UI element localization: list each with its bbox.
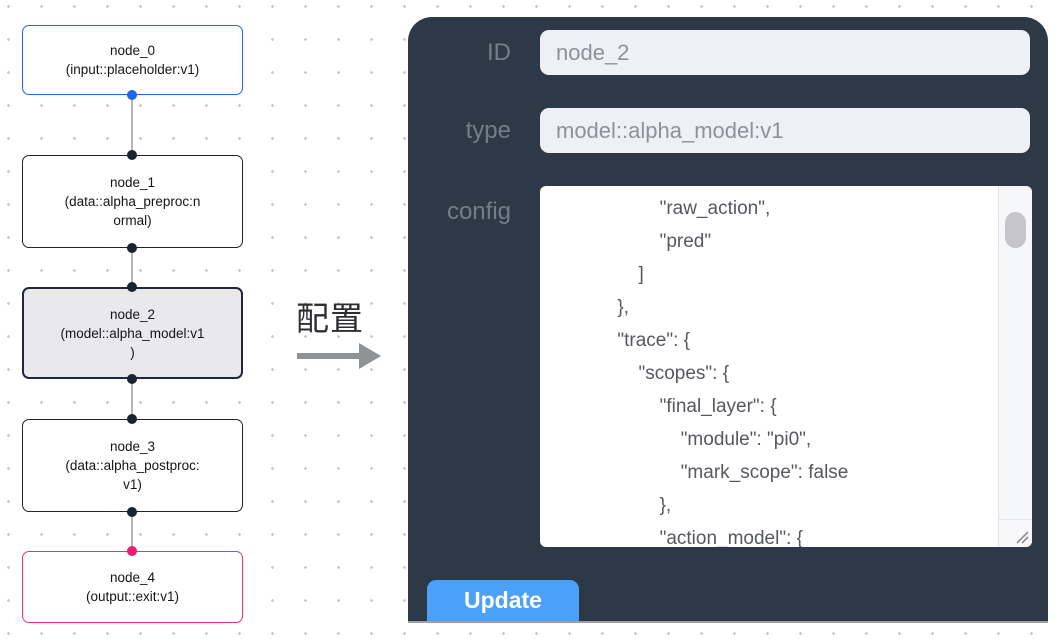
node-sublabel: (data::alpha_preproc:n xyxy=(64,194,201,209)
config-textarea[interactable]: "raw_action", "pred" ] }, "trace": { "sc… xyxy=(540,186,1032,547)
port-dot-target[interactable] xyxy=(127,282,137,292)
flow-node-node-4[interactable]: node_4 (output::exit:v1) xyxy=(22,551,243,623)
port-dot-source[interactable] xyxy=(127,507,137,517)
node-label: node_0 xyxy=(109,43,156,58)
port-dot-target[interactable] xyxy=(127,150,137,160)
node-sublabel: ) xyxy=(130,344,135,360)
update-button[interactable]: Update xyxy=(427,580,579,621)
port-dot-source[interactable] xyxy=(127,243,137,253)
flow-edge xyxy=(131,379,133,419)
type-input[interactable] xyxy=(540,108,1030,153)
id-field-label: ID xyxy=(487,39,511,66)
node-label: node_4 xyxy=(109,570,156,585)
port-dot-target[interactable] xyxy=(127,414,137,424)
config-panel: ID type config "raw_action", "pred" ] },… xyxy=(408,17,1048,623)
port-dot-source[interactable] xyxy=(127,374,137,384)
flow-node-node-0[interactable]: node_0 (input::placeholder:v1) xyxy=(22,25,243,95)
arrow-body xyxy=(297,353,361,359)
arrow-right-icon xyxy=(296,342,396,370)
type-field-row: type xyxy=(408,108,1030,153)
resize-handle-icon[interactable] xyxy=(1013,528,1029,544)
flow-edge xyxy=(131,248,133,287)
scrollbar-corner xyxy=(998,519,1032,547)
scrollbar-thumb[interactable] xyxy=(1005,212,1026,248)
flow-node-node-1[interactable]: node_1 (data::alpha_preproc:n ormal) xyxy=(22,155,243,248)
node-label: node_1 xyxy=(109,175,156,190)
flow-edge xyxy=(131,512,133,551)
flow-node-node-3[interactable]: node_3 (data::alpha_postproc: v1) xyxy=(22,419,243,512)
id-input[interactable] xyxy=(540,30,1030,75)
id-field-row: ID xyxy=(408,30,1030,75)
annotation: 配置 xyxy=(296,300,396,370)
arrow-head xyxy=(359,343,381,369)
port-dot-source-blue[interactable] xyxy=(127,90,137,100)
port-dot-target-pink[interactable] xyxy=(127,546,137,556)
config-field-label: config xyxy=(446,198,511,225)
node-sublabel: v1) xyxy=(123,477,142,492)
annotation-label: 配置 xyxy=(296,300,364,337)
type-field-label: type xyxy=(465,117,511,144)
node-label: node_3 xyxy=(109,439,156,454)
flow-edge xyxy=(131,95,133,155)
config-json-text: "raw_action", "pred" ] }, "trace": { "sc… xyxy=(617,198,849,547)
node-sublabel: ormal) xyxy=(113,213,152,228)
flow-node-node-2-selected[interactable]: node_2 (model::alpha_model:v1 ) xyxy=(22,287,243,379)
node-sublabel: (model::alpha_model:v1 xyxy=(60,325,205,341)
flow-canvas: node_0 (input::placeholder:v1) node_1 (d… xyxy=(0,0,408,643)
node-sublabel: (output::exit:v1) xyxy=(85,589,180,604)
node-label: node_2 xyxy=(109,306,156,322)
node-sublabel: (input::placeholder:v1) xyxy=(65,62,200,77)
node-sublabel: (data::alpha_postproc: xyxy=(65,458,200,473)
